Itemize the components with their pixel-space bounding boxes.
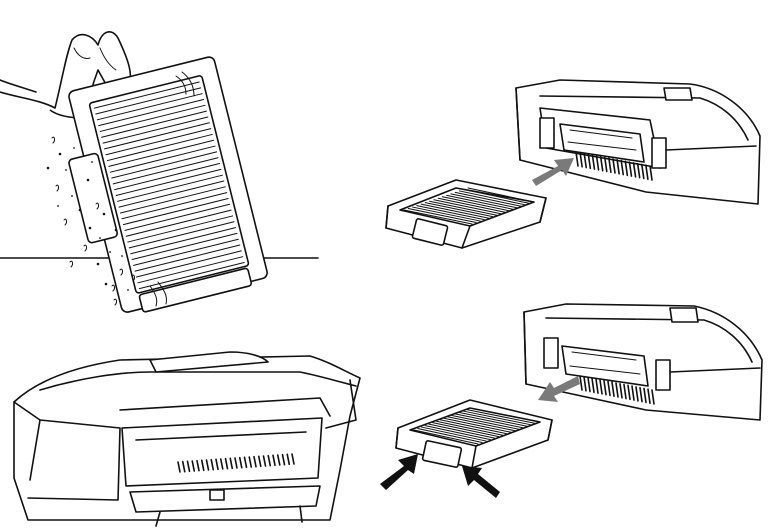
squeeze-arrow-right-icon — [462, 466, 500, 498]
panel-insert-filter — [385, 79, 761, 249]
dustbin-top-icon-2 — [523, 303, 763, 421]
panel-dustbin-open — [13, 351, 361, 527]
comb-brush-icon — [177, 453, 295, 473]
dustbin-top-icon — [515, 79, 761, 205]
insert-arrow-icon — [532, 158, 574, 186]
squeeze-arrow-left-icon — [380, 454, 418, 490]
panel-remove-filter — [380, 303, 763, 498]
dust-particles — [46, 136, 136, 306]
filter-piece-icon-2 — [395, 399, 553, 469]
filter-cartridge-icon — [68, 56, 268, 313]
filter-piece-icon — [385, 179, 547, 249]
panel-tap-filter — [0, 31, 319, 313]
remove-arrow-icon — [538, 376, 580, 402]
